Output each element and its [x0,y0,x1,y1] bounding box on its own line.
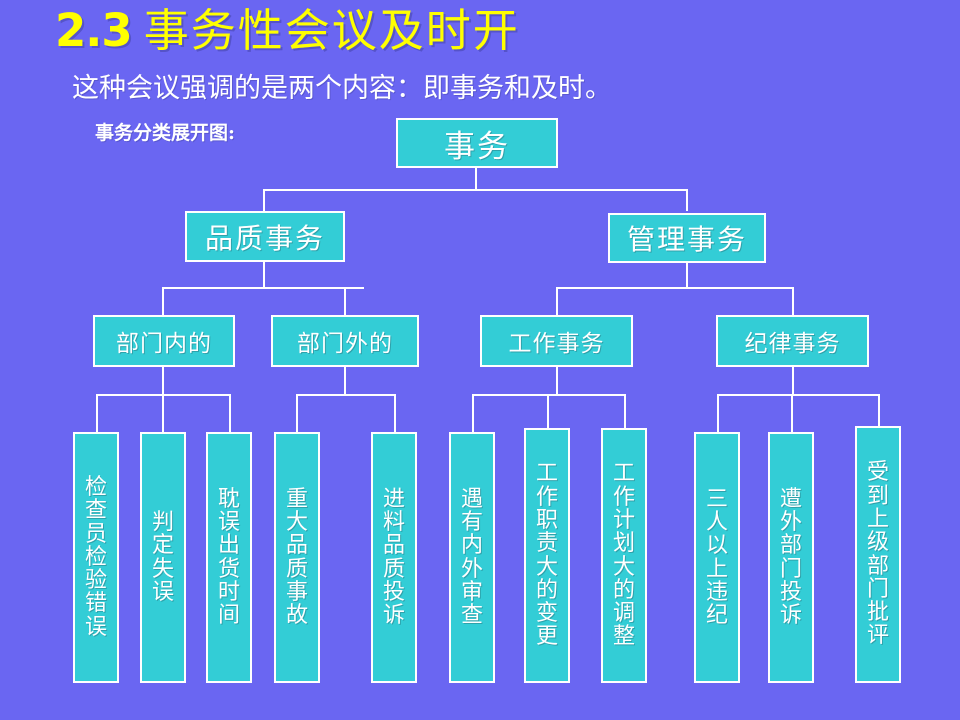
connector-leaf-7 [547,394,549,428]
leaf-label-10: 遭外部门投诉 [779,486,802,629]
leaf-label-6: 遇有内外审查 [460,486,483,629]
connector-l2-1-drop [263,262,265,288]
leaf-node-1[interactable]: 检查员检验错误 [73,432,119,683]
leaf-node-3[interactable]: 耽误出货时间 [206,432,252,683]
node-l3-bumen-neide[interactable]: 部门内的 [93,315,235,367]
connector-to-l3-1 [162,287,164,315]
connector-l2-1-bus [162,287,364,289]
node-root-shiwu[interactable]: 事务 [396,118,558,168]
connector-leaf-11 [878,394,880,426]
connector-l3-2-drop [344,367,346,395]
connector-leaf-3 [229,394,231,432]
leaf-node-8[interactable]: 工作计划大的调整 [601,428,647,683]
connector-leaf-1 [96,394,98,432]
leaf-node-4[interactable]: 重大品质事故 [274,432,320,683]
connector-leaf-5 [394,394,396,432]
connector-leaf-4 [296,394,298,432]
node-l2-pinzhi-shiwu[interactable]: 品质事务 [185,211,345,262]
leaf-node-6[interactable]: 遇有内外审查 [449,432,495,683]
title-text: 事务性会议及时开 [143,4,520,57]
connector-l2-2-bus [556,287,794,289]
node-l3-bumen-waide[interactable]: 部门外的 [271,315,419,367]
leaf-label-11: 受到上级部门批评 [866,460,889,649]
leaf-node-7[interactable]: 工作职责大的变更 [524,428,570,683]
connector-to-l3-2 [344,287,346,315]
connector-leaf-9 [717,394,719,432]
connector-to-l3-3 [556,287,558,315]
connector-l2-2-drop [686,262,688,288]
node-l3-jilv-shiwu[interactable]: 纪律事务 [716,315,869,367]
connector-leaf-6 [472,394,474,432]
leaf-label-1: 检查员检验错误 [84,474,107,640]
title-number: 2.3 [55,4,133,57]
connector-leaf-10 [791,394,793,432]
leaf-node-9[interactable]: 三人以上违纪 [694,432,740,683]
node-l2-guanli-shiwu[interactable]: 管理事务 [608,213,766,263]
leaf-label-8: 工作计划大的调整 [612,461,635,650]
leaf-node-10[interactable]: 遭外部门投诉 [768,432,814,683]
diagram-caption: 事务分类展开图: [95,122,236,144]
connector-to-l2-2 [686,189,688,211]
connector-l3-2-bus [296,394,396,396]
connector-l3-3-drop [556,367,558,395]
node-l3-gongzuo-shiwu[interactable]: 工作事务 [480,315,633,367]
leaf-label-5: 进料品质投诉 [382,486,405,629]
connector-to-l2-1 [263,189,265,211]
leaf-node-11[interactable]: 受到上级部门批评 [855,426,901,683]
connector-l3-3-bus [472,394,626,396]
connector-leaf-2 [162,394,164,432]
connector-root-bus [263,189,688,191]
leaf-label-4: 重大品质事故 [285,486,308,629]
leaf-label-3: 耽误出货时间 [217,486,240,629]
connector-l3-4-bus [717,394,880,396]
leaf-label-7: 工作职责大的变更 [535,461,558,650]
leaf-label-9: 三人以上违纪 [705,486,728,629]
connector-to-l3-4 [792,287,794,315]
connector-l3-4-drop [792,367,794,395]
connector-l3-1-drop [162,367,164,395]
leaf-node-5[interactable]: 进料品质投诉 [371,432,417,683]
leaf-node-2[interactable]: 判定失误 [140,432,186,683]
connector-leaf-8 [624,394,626,428]
connector-root-drop [475,168,477,190]
leaf-label-2: 判定失误 [151,509,174,605]
subtitle-text: 这种会议强调的是两个内容：即事务和及时。 [72,73,612,104]
